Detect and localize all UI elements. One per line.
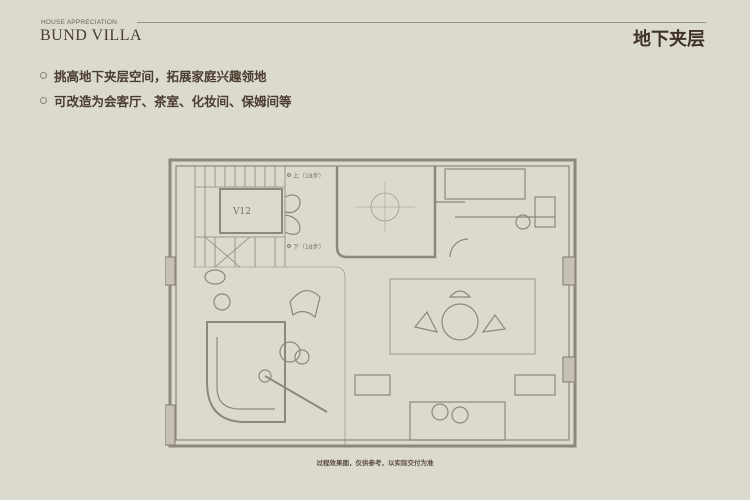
stool [451,406,469,424]
feature-item: 挑高地下夹层空间，拓展家庭兴趣领地 [40,63,292,88]
elevator-label: V12 [232,207,251,217]
floor-lamp-arm [264,375,328,413]
coffee-table [294,349,310,365]
feature-list: 挑高地下夹层空间，拓展家庭兴趣领地 可改造为会客厅、茶室、化妆间、保姆间等 [40,63,292,113]
page-title: 地下夹层 [633,29,705,50]
stair-down-label: 下（18步） [293,243,325,251]
column [165,404,176,446]
header-divider [137,22,706,23]
elevator [219,188,283,234]
bullet-icon [40,97,47,104]
column [562,256,576,286]
stair-up-marker [286,172,292,178]
feature-item: 可改造为会客厅、茶室、化妆间、保姆间等 [40,88,292,113]
planter [514,374,556,396]
stair-up-label: 上（18步） [293,172,325,180]
armchair [289,290,321,319]
ceiling-light-cross [355,182,415,232]
toilet-icon [515,214,531,230]
feature-text: 挑高地下夹层空间，拓展家庭兴趣领地 [54,69,267,84]
side-table [213,293,231,311]
staircase [194,166,286,268]
void-wall [335,166,437,259]
tea-chair [481,313,507,333]
bathtub [444,168,526,200]
coffee-table [279,341,301,363]
sink [204,269,226,285]
tea-chair [413,310,439,333]
stool [431,403,449,421]
section-eyebrow: HOUSE APPRECIATION [41,19,118,26]
rug [389,278,536,355]
column [562,356,576,383]
brand-title: BUND VILLA [40,27,143,44]
bathroom-walls [434,166,555,257]
planter [354,374,391,396]
floor-lamp-icon [258,369,272,383]
sofa [206,321,286,423]
door-swing [449,238,469,258]
console [409,401,506,441]
tea-table [441,303,479,341]
inner-wall [175,165,570,441]
living-area-outline [193,266,346,447]
feature-text: 可改造为会客厅、茶室、化妆间、保姆间等 [54,94,292,109]
plant-icon [284,194,301,235]
tea-chair [448,290,472,298]
sofa-seat [216,337,275,410]
vanity [534,196,556,228]
bullet-icon [40,72,47,79]
disclaimer-note: 过程效果图，仅供参考，以实际交付为准 [316,459,434,467]
column [165,256,176,286]
stair-down-marker [286,243,292,249]
floor-plan: V12 上（18步） 下（18步） [165,158,577,448]
outer-wall [168,158,577,448]
